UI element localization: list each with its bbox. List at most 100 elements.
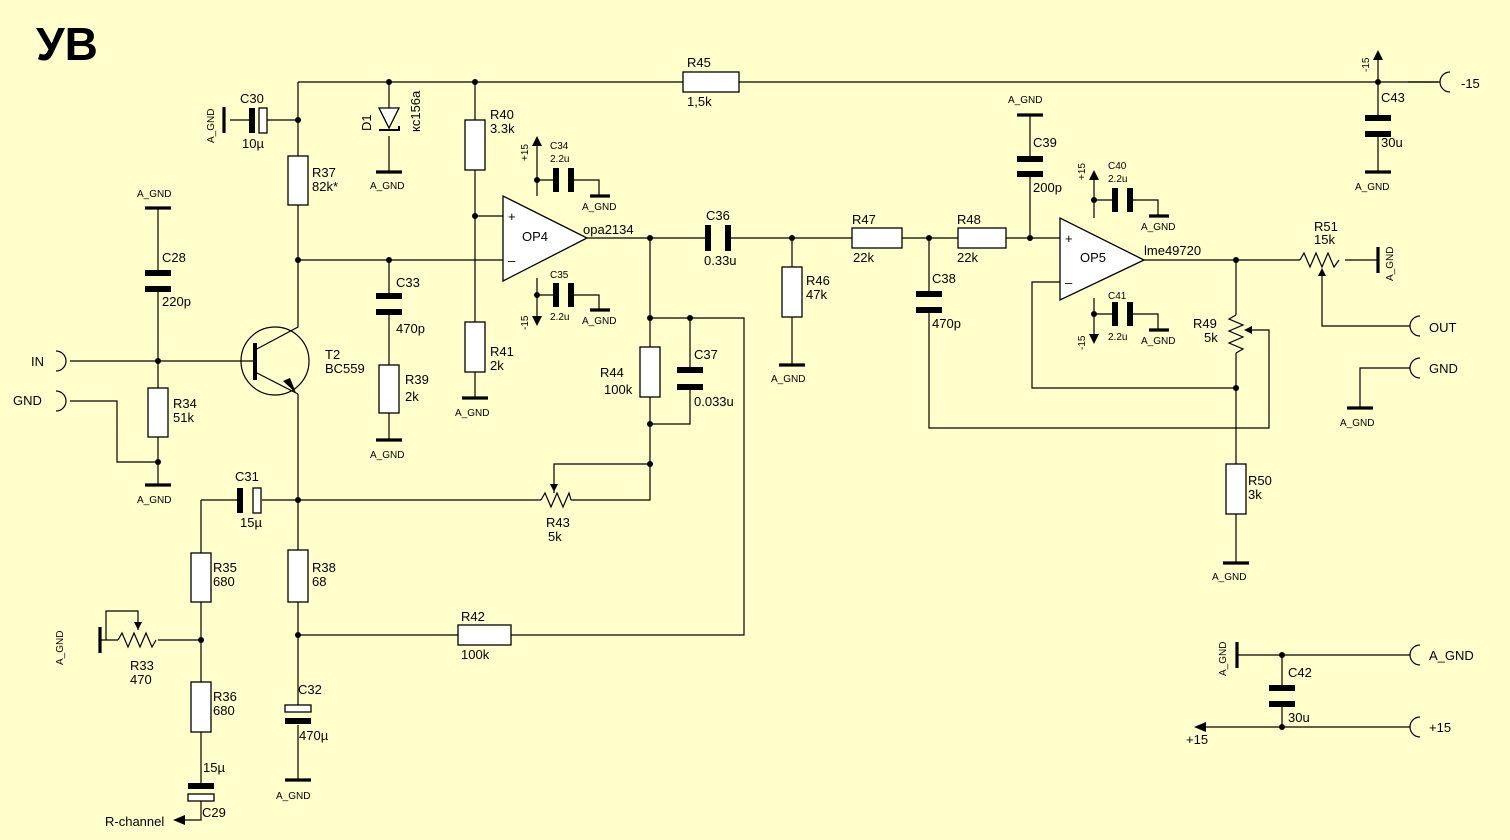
net-agnd-r41: A_GND [455,408,489,419]
page-title: УВ [36,18,98,70]
label-c36: C36 [706,208,730,223]
net-agnd-r51: A_GND [1385,247,1396,281]
label-d1: D1 [359,114,374,131]
resistor-r44 [639,346,661,398]
connector-gnd-in [55,390,67,412]
connector-labels: IN GND -15 OUT GND A_GND +15 [13,76,1480,735]
value-r46: 47k [806,287,827,302]
label-c35: C35 [550,270,569,281]
capacitors [145,107,1391,802]
value-r49: 5k [1204,330,1218,345]
value-c38: 470p [932,316,961,331]
net-plus15-bottom: +15 [1186,732,1208,747]
connectors [55,71,1451,738]
value-op5: lme49720 [1144,243,1201,258]
ground-symbols [98,107,1391,782]
net-agnd-c34: A_GND [582,202,616,213]
value-r35: 680 [213,574,235,589]
op5-plus-pin: + [1065,231,1073,246]
resistor-r35 [190,552,212,603]
value-c36: 0.33u [704,253,737,268]
connector-plus15-label: +15 [1429,720,1451,735]
label-r39: R39 [405,372,429,387]
value-c42: 30u [1288,710,1310,725]
resistor-r50 [1225,463,1247,515]
pot-r43 [540,491,572,509]
connector-out [1409,315,1421,337]
value-c30: 10µ [242,136,264,151]
label-r51: R51 [1314,219,1338,234]
connector-gnd-out-label: GND [1429,361,1458,376]
label-r46: R46 [806,273,830,288]
label-op4: OP4 [522,229,548,244]
value-c33: 470p [396,321,425,336]
net-agnd-c40: A_GND [1141,222,1175,233]
net-agnd-c42: A_GND [1218,642,1229,676]
label-c40: C40 [1108,161,1127,172]
connector-out-label: OUT [1429,320,1457,335]
label-c30: C30 [240,91,264,106]
wires [70,58,1438,821]
net-agnd-c39: A_GND [1008,95,1042,106]
value-t2: BC559 [325,361,365,376]
net-agnd-c32: A_GND [276,791,310,802]
resistor-r42 [457,624,512,646]
net-agnd-r39: A_GND [370,450,404,461]
label-c39: C39 [1033,135,1057,150]
value-r48: 22k [957,250,978,265]
label-c28: C28 [162,250,186,265]
value-c32: 470µ [299,728,329,743]
label-op5: OP5 [1080,250,1106,265]
connector-in [55,350,67,372]
op4-plus-pin: + [508,209,516,224]
value-r40: 3.3k [490,121,515,136]
junctions [155,79,1381,730]
label-r33: R33 [130,658,154,673]
zener-diode-d1 [377,107,401,131]
label-r44: R44 [600,365,624,380]
net-agnd-c41: A_GND [1141,336,1175,347]
label-c33: C33 [396,275,420,290]
value-d1: кс156а [408,90,423,132]
opamp-pin-labels: + – + – [508,209,1073,290]
resistors [117,71,1340,733]
resistor-r37 [287,155,309,206]
transistor-t2 [240,305,310,396]
label-c38: C38 [932,271,956,286]
net-minus15-op5: -15 [1077,335,1088,350]
label-r49: R49 [1193,316,1217,331]
label-c34: C34 [550,141,569,152]
resistor-r47 [851,227,903,249]
connector-gnd-out [1409,357,1421,379]
value-c41: 2.2u [1108,332,1127,343]
value-c28: 220p [162,294,191,309]
label-r47: R47 [852,212,876,227]
label-r36: R36 [213,689,237,704]
value-r41: 2k [490,358,504,373]
value-c34: 2.2u [550,154,569,165]
value-c35: 2.2u [550,312,569,323]
label-r50: R50 [1248,473,1272,488]
label-t2: T2 [325,347,340,362]
net-agnd-r46: A_GND [771,374,805,385]
label-c41: C41 [1108,291,1127,302]
label-r41: R41 [490,344,514,359]
value-r38: 68 [312,574,326,589]
label-r34: R34 [173,396,197,411]
value-op4: opa2134 [583,222,634,237]
value-c40: 2.2u [1108,174,1127,185]
net-agnd-c35: A_GND [582,316,616,327]
label-c31: C31 [235,469,259,484]
net-agnd-r33: A_GND [55,631,66,665]
connector-plus15 [1409,716,1421,738]
label-r45: R45 [687,55,711,70]
net-rchannel: R-channel [105,814,164,829]
connector-agnd [1409,644,1421,666]
supply-arrows [173,50,1383,825]
label-c42: C42 [1288,665,1312,680]
label-c32: C32 [298,682,322,697]
connector-gnd-in-label: GND [13,393,42,408]
connector-minus15-label: -15 [1461,76,1480,91]
pot-r49 [1227,314,1245,354]
